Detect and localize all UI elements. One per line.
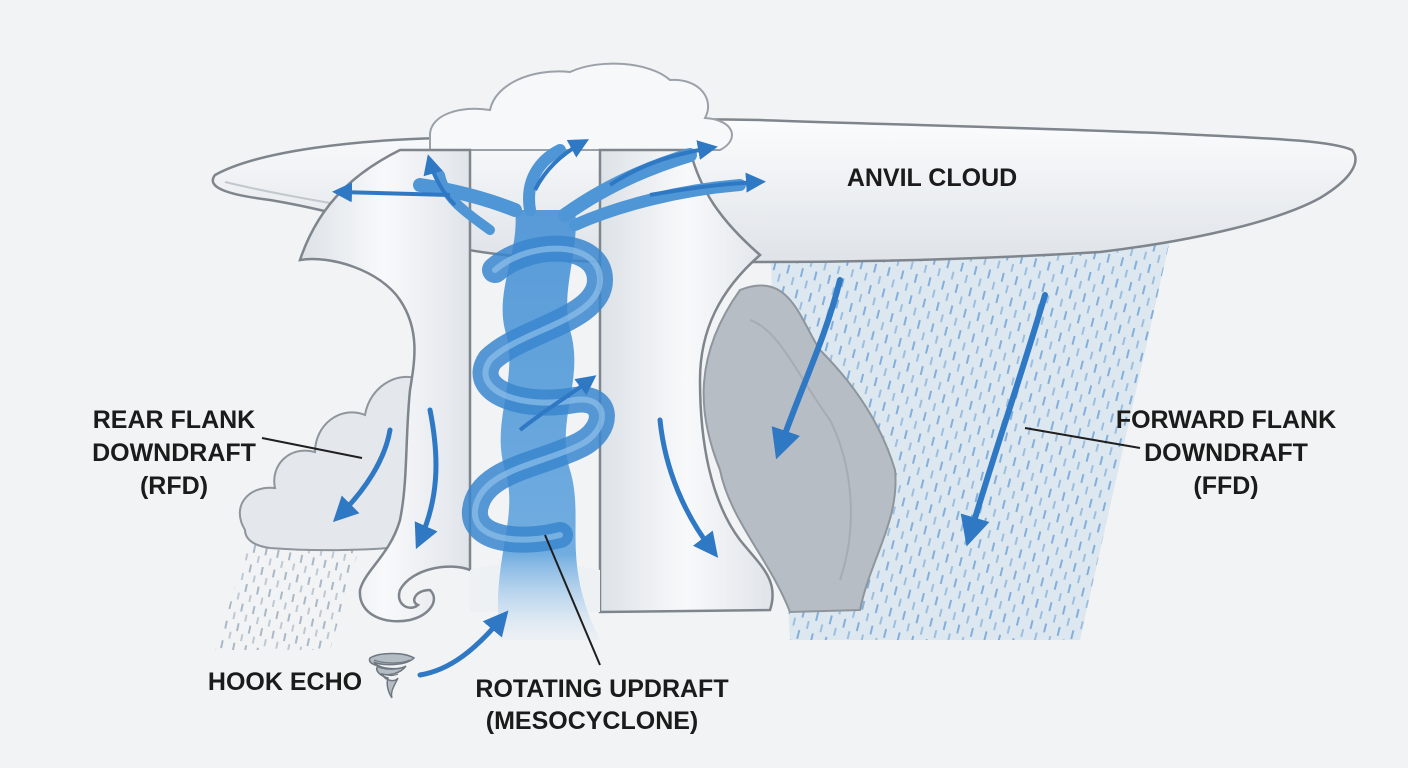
anvil-cloud-label: ANVIL CLOUD xyxy=(847,164,1017,192)
rear-flank-cloud xyxy=(238,375,421,552)
svg-text:(RFD): (RFD) xyxy=(140,472,208,500)
svg-text:DOWNDRAFT: DOWNDRAFT xyxy=(92,439,256,467)
cloud-tower-left xyxy=(298,148,472,623)
cloud-tower-right xyxy=(598,148,774,614)
svg-text:REAR FLANK: REAR FLANK xyxy=(93,406,256,434)
rfd-leader-line xyxy=(261,437,363,459)
ffd-leader-line xyxy=(1024,427,1141,449)
overshooting-top xyxy=(429,62,733,151)
rear-flank-rain xyxy=(215,540,360,650)
updraft-leader-line xyxy=(544,534,601,666)
downdraft-arrows xyxy=(332,277,1048,678)
svg-text:ROTATING UPDRAFT: ROTATING UPDRAFT xyxy=(475,675,728,703)
rotating-updraft xyxy=(413,144,746,640)
hook-echo-label: HOOK ECHO xyxy=(208,668,362,696)
updraft-arrow xyxy=(518,375,597,432)
svg-text:(FFD): (FFD) xyxy=(1193,472,1258,500)
svg-text:FORWARD FLANK: FORWARD FLANK xyxy=(1116,406,1336,434)
updraft-label: ROTATING UPDRAFT (MESOCYCLONE) xyxy=(475,675,728,735)
ffd-label: FORWARD FLANK DOWNDRAFT (FFD) xyxy=(1116,406,1336,500)
outflow-arrows xyxy=(332,139,766,207)
svg-text:(MESOCYCLONE): (MESOCYCLONE) xyxy=(486,707,699,735)
rfd-label: REAR FLANK DOWNDRAFT (RFD) xyxy=(92,406,256,500)
tornado-icon xyxy=(368,652,416,699)
svg-text:DOWNDRAFT: DOWNDRAFT xyxy=(1144,439,1308,467)
